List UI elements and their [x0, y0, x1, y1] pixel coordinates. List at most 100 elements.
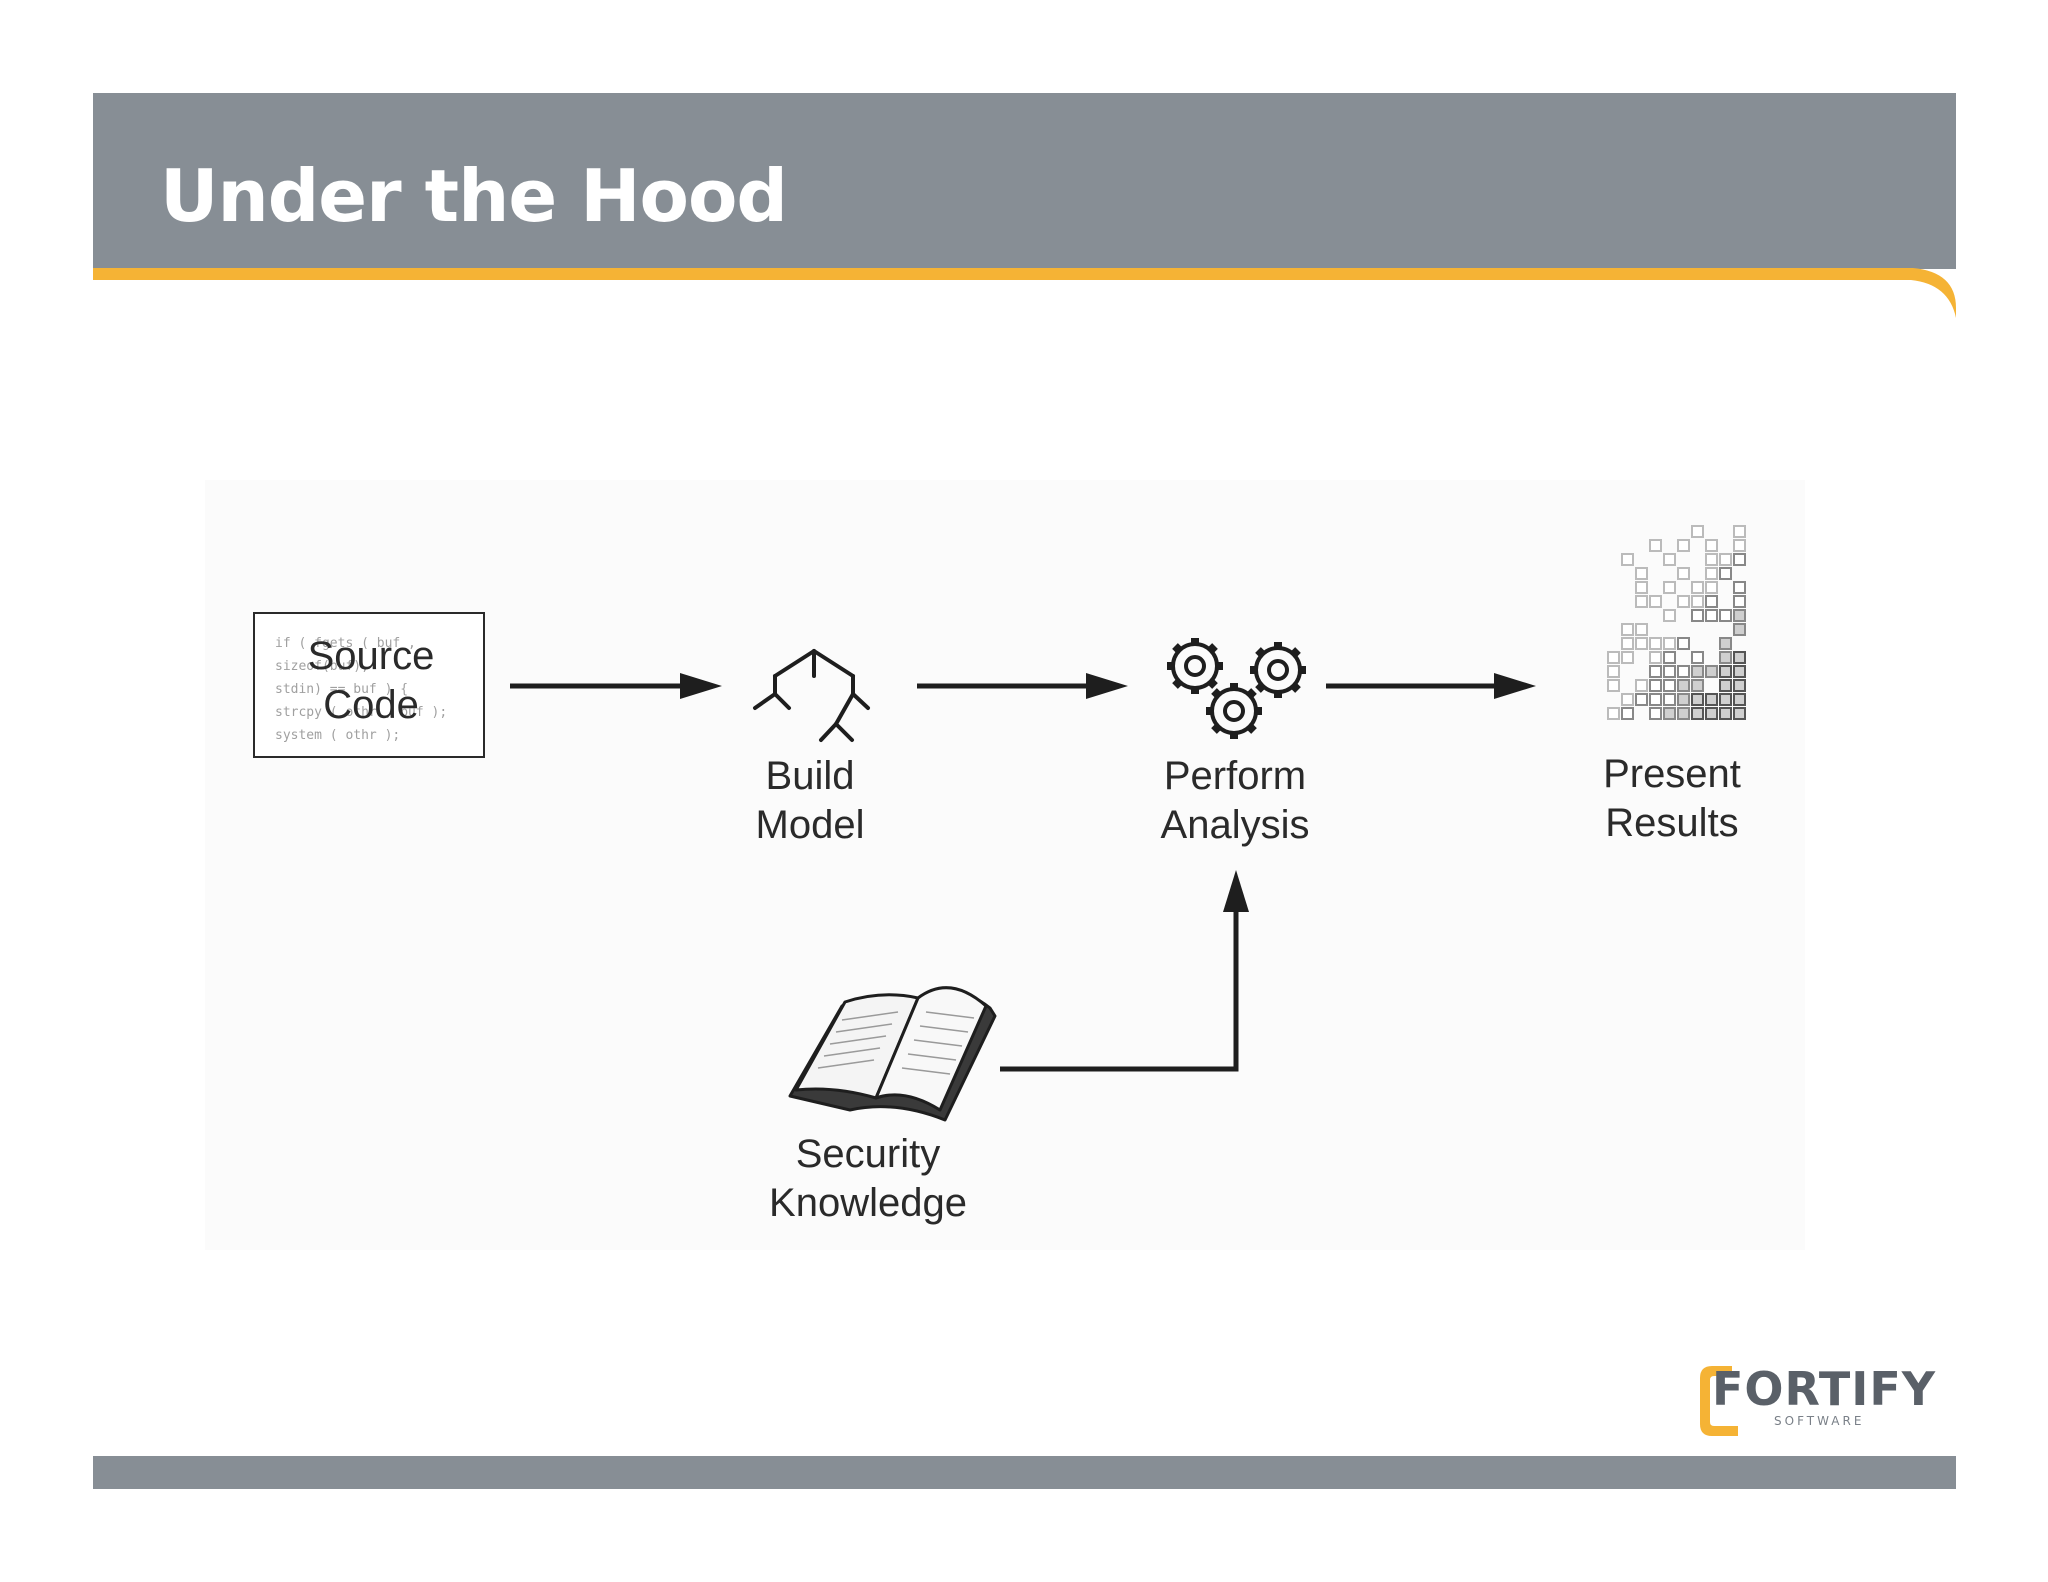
- pixel-square: [1621, 623, 1634, 636]
- pixel-square: [1663, 693, 1676, 706]
- pixel-square: [1691, 609, 1704, 622]
- pixel-square: [1663, 609, 1676, 622]
- perform-analysis-label: Perform Analysis: [1125, 752, 1345, 850]
- pixel-square: [1719, 651, 1732, 664]
- pixel-square: [1677, 707, 1690, 720]
- pixel-square: [1677, 679, 1690, 692]
- pixel-square: [1719, 693, 1732, 706]
- pixel-square: [1733, 553, 1746, 566]
- pixel-square: [1719, 679, 1732, 692]
- book-icon: [788, 986, 997, 1122]
- pixel-square: [1719, 637, 1732, 650]
- pixel-square: [1663, 707, 1676, 720]
- code-line: strcpy ( othr , buf );: [275, 705, 448, 720]
- pixel-square: [1649, 693, 1662, 706]
- pixel-square: [1663, 637, 1676, 650]
- arrow-build-to-analysis: [917, 673, 1128, 699]
- pixel-squares-icon: [1607, 525, 1746, 720]
- pixel-square: [1719, 609, 1732, 622]
- code-line: system ( othr );: [275, 728, 401, 743]
- pixel-square: [1677, 595, 1690, 608]
- pixel-square: [1663, 665, 1676, 678]
- pixel-square: [1621, 693, 1634, 706]
- present-results-label: Present Results: [1562, 750, 1782, 848]
- pixel-square: [1621, 637, 1634, 650]
- pixel-square: [1663, 553, 1676, 566]
- pixel-square: [1719, 553, 1732, 566]
- pixel-square: [1691, 665, 1704, 678]
- arrow-analysis-to-results: [1326, 673, 1536, 699]
- pixel-square: [1663, 679, 1676, 692]
- pixel-square: [1733, 679, 1746, 692]
- pixel-square: [1691, 707, 1704, 720]
- source-label-line2: Code: [323, 683, 419, 727]
- pixel-square: [1733, 665, 1746, 678]
- pixel-square: [1635, 623, 1648, 636]
- logo-mark-icon: [1700, 1366, 1738, 1436]
- accent-stripe: [93, 268, 1956, 318]
- pixel-square: [1705, 693, 1718, 706]
- pixel-square: [1635, 637, 1648, 650]
- pixel-square: [1607, 665, 1620, 678]
- code-line: stdin) == buf ) {: [275, 682, 409, 697]
- code-line: if ( fgets ( buf ,: [275, 636, 416, 651]
- logo-subtitle: SOFTWARE: [1774, 1414, 1865, 1428]
- pixel-square: [1649, 651, 1662, 664]
- pixel-square: [1705, 539, 1718, 552]
- pixel-square: [1635, 679, 1648, 692]
- pixel-square: [1733, 539, 1746, 552]
- pixel-square: [1691, 679, 1704, 692]
- pixel-square: [1691, 595, 1704, 608]
- pixel-square: [1705, 665, 1718, 678]
- pixel-square: [1691, 693, 1704, 706]
- pixel-square: [1705, 581, 1718, 594]
- pixel-square: [1719, 665, 1732, 678]
- pixel-square: [1733, 525, 1746, 538]
- build-label-line1: Build: [765, 754, 855, 798]
- pixel-square: [1705, 567, 1718, 580]
- source-code-label: Source Code: [255, 632, 483, 730]
- pixel-square: [1733, 609, 1746, 622]
- pixel-square: [1677, 567, 1690, 580]
- analysis-label-line2: Analysis: [1160, 803, 1310, 847]
- arrow-knowledge-to-analysis: [1000, 870, 1249, 1072]
- pixel-square: [1621, 553, 1634, 566]
- pixel-square: [1621, 651, 1634, 664]
- pixel-square: [1733, 623, 1746, 636]
- fortify-logo: FORTIFY SOFTWARE: [1698, 1364, 1935, 1436]
- pixel-square: [1635, 693, 1648, 706]
- slide-title: Under the Hood: [160, 154, 788, 238]
- pixel-square: [1691, 581, 1704, 594]
- pixel-square: [1705, 595, 1718, 608]
- results-label-line2: Results: [1605, 801, 1739, 845]
- code-line: sizeof(buf),: [275, 659, 369, 674]
- arrow-source-to-build: [510, 673, 722, 699]
- pixel-square: [1649, 679, 1662, 692]
- pixel-square: [1663, 581, 1676, 594]
- pixel-square: [1621, 707, 1634, 720]
- pixel-square: [1733, 693, 1746, 706]
- pixel-square: [1677, 539, 1690, 552]
- pixel-square: [1635, 581, 1648, 594]
- pixel-square: [1705, 609, 1718, 622]
- pixel-square: [1691, 651, 1704, 664]
- pixel-square: [1649, 595, 1662, 608]
- pixel-square: [1677, 637, 1690, 650]
- pixel-square: [1649, 707, 1662, 720]
- pixel-square: [1705, 707, 1718, 720]
- pixel-square: [1719, 707, 1732, 720]
- pixel-square: [1607, 651, 1620, 664]
- pixel-square: [1733, 651, 1746, 664]
- tree-icon: [753, 649, 870, 742]
- build-model-label: Build Model: [710, 752, 910, 850]
- pixel-square: [1607, 707, 1620, 720]
- pixel-square: [1677, 665, 1690, 678]
- pixel-square: [1663, 651, 1676, 664]
- pixel-square: [1733, 595, 1746, 608]
- pixel-square: [1705, 553, 1718, 566]
- analysis-label-line1: Perform: [1163, 754, 1307, 798]
- results-label-line1: Present: [1603, 752, 1741, 796]
- pixel-square: [1733, 581, 1746, 594]
